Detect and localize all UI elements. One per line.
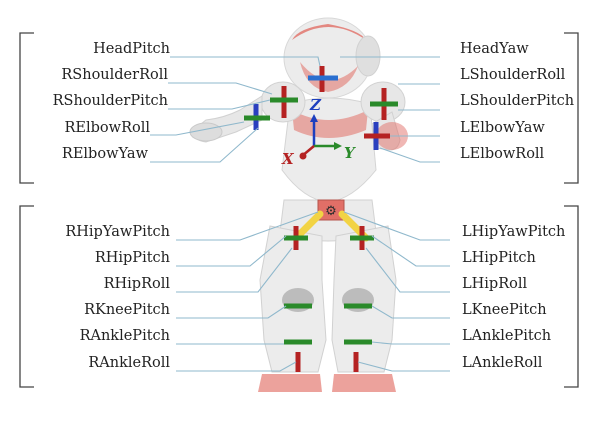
leader-headpitch	[170, 56, 321, 67]
leader-rankleroll	[176, 361, 297, 372]
leader-lankleroll	[357, 361, 450, 372]
robot-chest-red	[292, 110, 368, 138]
svg-text:⚙: ⚙	[325, 204, 337, 219]
label-lshoulderpitch: LShoulderPitch	[460, 93, 575, 109]
leader-lkneepitch	[371, 305, 450, 319]
leader-lines	[150, 56, 450, 372]
robot-head-red-cap	[292, 24, 366, 40]
label-lshoulderroll: LShoulderRoll	[460, 67, 566, 83]
bracket-lower-left	[19, 205, 34, 388]
label-rhiproll: RHipRoll	[103, 276, 170, 292]
label-lelbowroll: LElbowRoll	[460, 146, 545, 162]
actuator-icon	[317, 199, 345, 221]
label-lhipyawpitch: LHipYawPitch	[462, 224, 566, 240]
label-relbowyaw: RElbowYaw	[61, 146, 148, 162]
label-lhippitch: LHipPitch	[462, 250, 536, 266]
l-elbow-joint-marker	[364, 122, 390, 150]
label-lhiproll: LHipRoll	[462, 276, 528, 292]
leader-rhipyawpitch	[176, 211, 319, 241]
label-rkneepitch: RKneePitch	[84, 302, 170, 318]
head-joint-marker	[308, 66, 338, 92]
label-rhipyawpitch: RHipYawPitch	[65, 224, 170, 240]
r-hip-joint-marker	[284, 226, 308, 250]
leader-lelbowroll	[379, 147, 440, 163]
label-lankleroll: LAnkleRoll	[462, 355, 543, 371]
leader-rshoulderpitch	[168, 99, 271, 110]
leader-lhiproll	[365, 247, 450, 293]
robot-ear	[355, 35, 381, 77]
robot-r-foot	[258, 374, 322, 392]
label-rshoulderroll: RShoulderRoll	[61, 67, 168, 83]
coordinate-frame	[299, 114, 342, 160]
r-shoulder-joint-marker	[270, 86, 298, 118]
robot-l-foot	[332, 374, 396, 392]
axis-label-z: Z	[310, 96, 321, 114]
axis-label-x: X	[282, 150, 294, 168]
leader-rshoulderroll	[168, 82, 273, 95]
leader-relbowroll	[150, 121, 245, 136]
label-headpitch: HeadPitch	[93, 41, 170, 57]
robot-body: ⚙	[189, 17, 408, 392]
leader-rhiproll	[176, 247, 293, 293]
l-ankle-joint-marker	[344, 339, 372, 372]
leader-rhippitch	[176, 235, 287, 267]
bracket-lower-right	[564, 205, 579, 388]
leader-relbowyaw	[150, 127, 259, 163]
robot-face-red	[300, 62, 358, 92]
label-rankleroll: RAnkleRoll	[88, 355, 170, 371]
label-lelbowyaw: LElbowYaw	[460, 120, 545, 136]
leader-lhipyawpitch	[343, 211, 450, 241]
leader-rkneepitch	[176, 305, 287, 319]
l-hip-joint-marker	[350, 226, 374, 250]
leader-lhippitch	[371, 235, 450, 267]
robot-r-hand	[189, 122, 223, 142]
r-elbow-joint-marker	[244, 104, 270, 130]
r-ankle-joint-marker	[284, 339, 312, 372]
l-shoulder-joint-marker	[370, 88, 398, 120]
axis-label-y: Y	[344, 144, 355, 162]
joint-markers	[244, 66, 398, 372]
leader-lanklepitch	[371, 341, 450, 345]
label-lanklepitch: LAnklePitch	[462, 328, 552, 344]
label-rhippitch: RHipPitch	[94, 250, 170, 266]
label-rshoulderpitch: RShoulderPitch	[52, 93, 168, 109]
label-ranklepitch: RAnklePitch	[79, 328, 170, 344]
label-headyaw: HeadYaw	[460, 41, 529, 57]
label-relbowroll: RElbowRoll	[64, 120, 151, 136]
label-lkneepitch: LKneePitch	[462, 302, 547, 318]
brackets	[19, 32, 579, 388]
bracket-upper-right	[564, 32, 579, 184]
bracket-upper-left	[19, 32, 34, 184]
